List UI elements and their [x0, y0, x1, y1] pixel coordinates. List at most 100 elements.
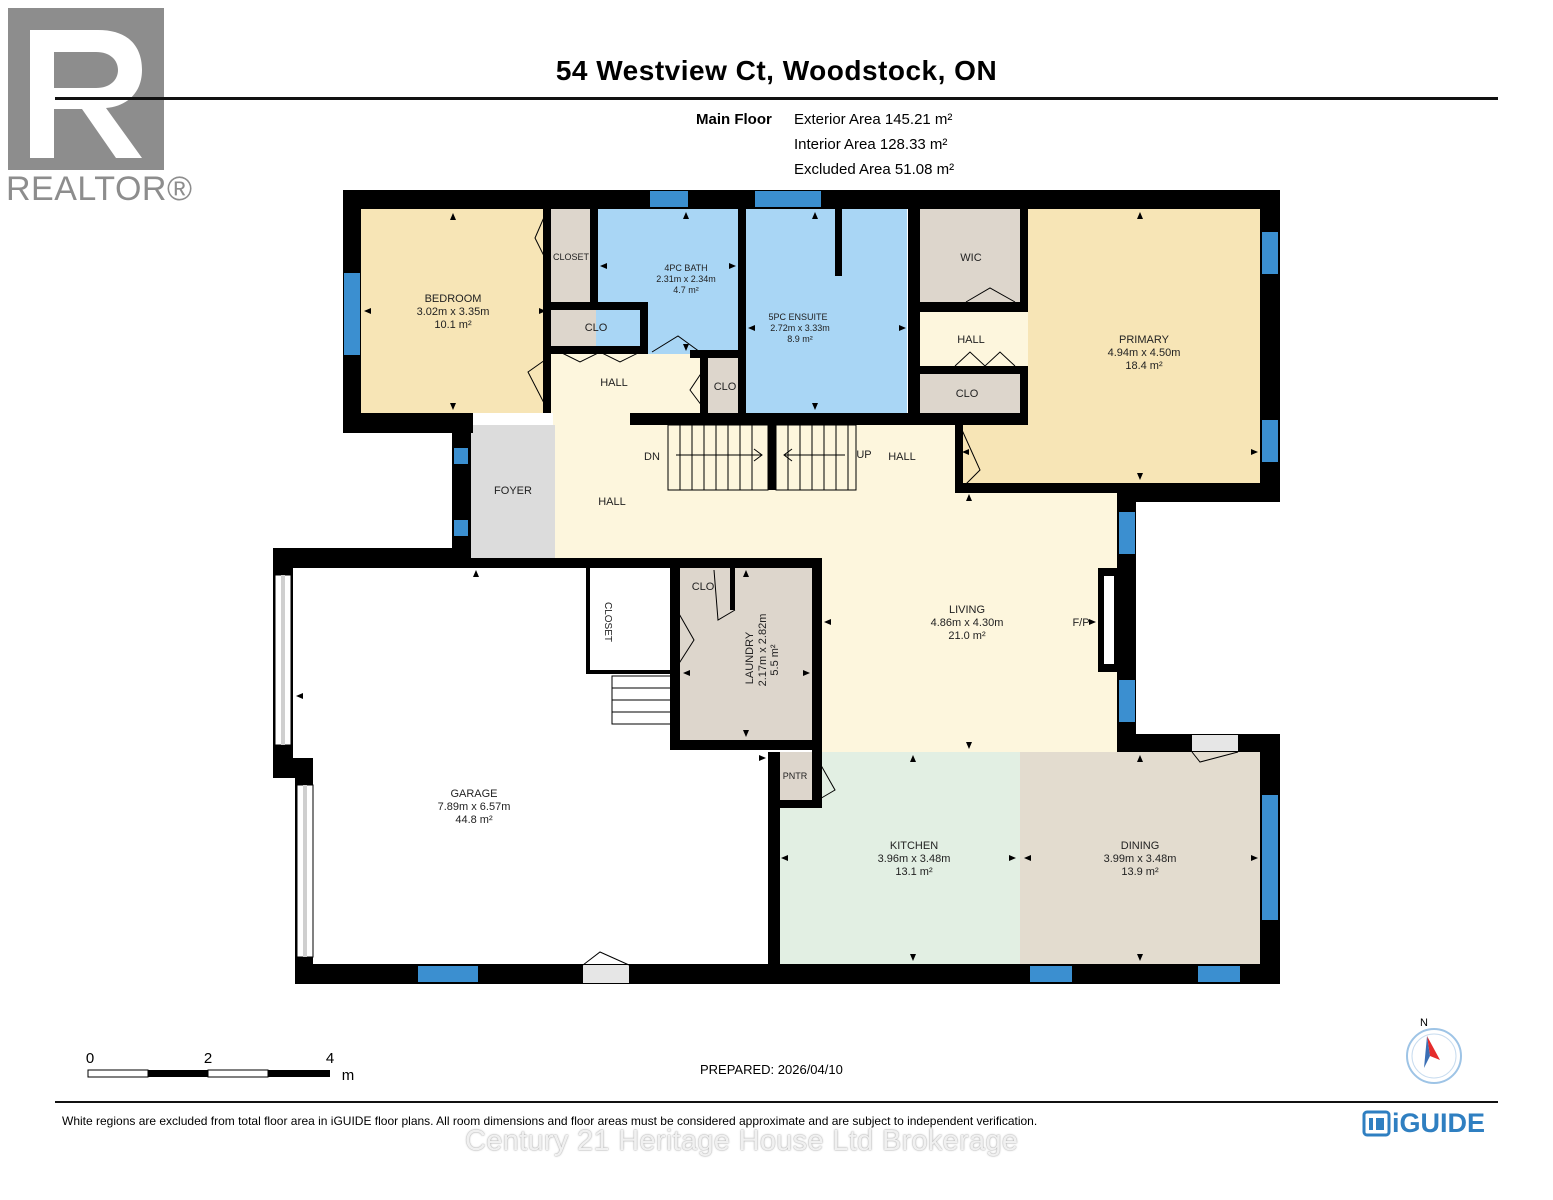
wall	[700, 350, 708, 413]
realtor-wordmark: REALTOR®	[6, 170, 193, 208]
wall	[543, 208, 551, 413]
ensuite-fill	[745, 208, 907, 413]
wall	[452, 425, 471, 560]
wall	[471, 558, 821, 568]
window	[344, 273, 360, 355]
primary-notch-fill	[960, 420, 1030, 483]
garage-dims: 7.89m x 6.57m	[438, 801, 511, 813]
hall4-label: HALL	[598, 496, 626, 508]
scale-tick-4: 4	[326, 1050, 334, 1067]
primary-dims: 4.94m x 4.50m	[1108, 347, 1181, 359]
wall	[273, 548, 471, 568]
hall2-fill	[920, 312, 1028, 366]
window	[1119, 680, 1135, 722]
scale-bar: 0 2 4 m	[86, 1050, 354, 1084]
wall	[955, 420, 963, 492]
door-swing	[813, 611, 821, 661]
garage-label: GARAGE	[450, 788, 497, 800]
wall	[1020, 366, 1028, 420]
laundry-area: 5.5 m²	[769, 644, 781, 676]
wall	[545, 346, 648, 354]
wall	[768, 752, 780, 982]
living-label: LIVING	[949, 604, 985, 616]
clo2-label: CLO	[714, 381, 737, 393]
wall	[586, 568, 590, 673]
window	[1030, 966, 1072, 982]
door-swing	[1191, 751, 1239, 763]
prepared-date: PREPARED: 2026/04/10	[700, 1062, 843, 1077]
ensuite-area: 8.9 m²	[787, 334, 813, 344]
wall	[343, 413, 473, 433]
fireplace-inner	[1104, 576, 1114, 664]
compass-needle-south	[1424, 1036, 1430, 1068]
realtor-logo	[8, 8, 164, 170]
door-swing	[909, 317, 919, 361]
dining-fill	[1020, 752, 1262, 964]
bedroom-label: BEDROOM	[425, 293, 482, 305]
dining-label: DINING	[1121, 840, 1160, 852]
bedroom-dims: 3.02m x 3.35m	[417, 306, 490, 318]
hall1-label: HALL	[600, 377, 628, 389]
wall	[1117, 483, 1280, 502]
clo2-fill	[705, 358, 738, 413]
compass: N	[1406, 1017, 1462, 1084]
interior-area: Interior Area 128.33 m²	[794, 136, 948, 153]
ensuite-dims: 2.72m x 3.33m	[770, 323, 830, 333]
door-swings	[454, 214, 1239, 966]
footer-rule	[55, 1101, 1498, 1103]
wall	[545, 302, 645, 310]
clo4-fill	[680, 565, 730, 610]
door-swing	[817, 759, 836, 801]
wic-fill	[920, 208, 1020, 304]
window	[454, 520, 468, 536]
iguide-icon	[1362, 1110, 1391, 1137]
disclaimer: White regions are excluded from total fl…	[62, 1114, 1038, 1128]
door-swing	[534, 214, 546, 259]
scale-segment	[87, 1069, 149, 1078]
door-gap	[583, 965, 629, 983]
wall	[908, 208, 920, 413]
living-dims: 4.86m x 4.30m	[931, 617, 1004, 629]
door-swing	[961, 429, 981, 486]
door-swing	[582, 951, 630, 966]
primary-label: PRIMARY	[1119, 334, 1170, 346]
wall	[640, 302, 648, 354]
primary-fill	[1028, 208, 1261, 483]
closet-top-label: CLOSET	[553, 252, 590, 262]
foyer-fill	[470, 425, 555, 558]
door-swing	[527, 359, 546, 406]
kitchen-dims: 3.96m x 3.48m	[878, 853, 951, 865]
realtor-r-mark	[8, 8, 164, 170]
hall-living-fill	[555, 425, 1117, 752]
windows	[344, 191, 1278, 982]
dimension-arrows	[296, 212, 1258, 961]
closet-garage-label: CLOSET	[602, 602, 613, 642]
clo1-label: CLO	[585, 322, 608, 334]
wall	[955, 413, 1028, 425]
wall	[630, 413, 960, 425]
bedroom-fill	[360, 208, 550, 413]
bedroom-area: 10.1 m²	[434, 319, 472, 331]
window	[454, 448, 468, 464]
door-gap	[553, 413, 630, 425]
kitchen-area: 13.1 m²	[895, 866, 933, 878]
door-swing	[454, 469, 471, 520]
fp-label: F/P	[1072, 617, 1089, 629]
scale-unit: m	[342, 1067, 355, 1084]
dining-dims: 3.99m x 3.48m	[1104, 853, 1177, 865]
window	[1262, 420, 1278, 462]
scale-tick-2: 2	[204, 1050, 212, 1067]
wall	[920, 302, 1028, 312]
wall	[690, 350, 745, 358]
wall	[955, 483, 1130, 493]
brokerage-watermark: Century 21 Heritage House Ltd Brokerage	[465, 1125, 1019, 1157]
wic-label: WIC	[960, 252, 981, 264]
wall	[835, 208, 842, 276]
wall	[730, 568, 735, 610]
wall	[670, 740, 820, 750]
room-fills	[360, 208, 1262, 964]
door-swing	[651, 335, 701, 353]
door-swing	[559, 351, 641, 363]
window	[1119, 512, 1135, 554]
